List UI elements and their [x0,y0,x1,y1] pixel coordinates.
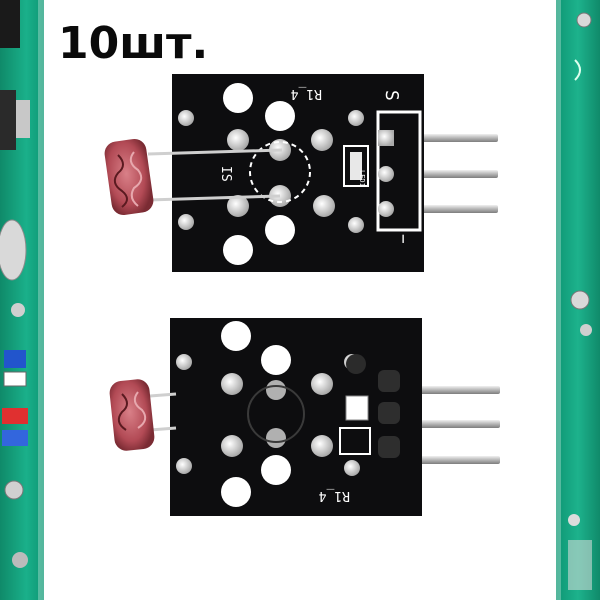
top-led-label: LED1 [358,170,366,187]
bottom-photoresistor [109,379,155,451]
top-ic-label: IS [218,166,233,182]
right-pcb-strip [556,0,600,600]
top-photoresistor [104,138,154,216]
bottom-ref-label: R1_4 [319,488,350,503]
quantity-label: 10шт. [58,18,209,69]
module-top: R1_4 S − LED1 IS [104,74,498,272]
top-ref-label: R1_4 [291,86,322,101]
top-minus-label: − [394,234,413,244]
top-signal-label: S [381,90,402,101]
module-bottom: R1_4 [109,318,500,516]
left-pcb-strip [0,0,44,600]
